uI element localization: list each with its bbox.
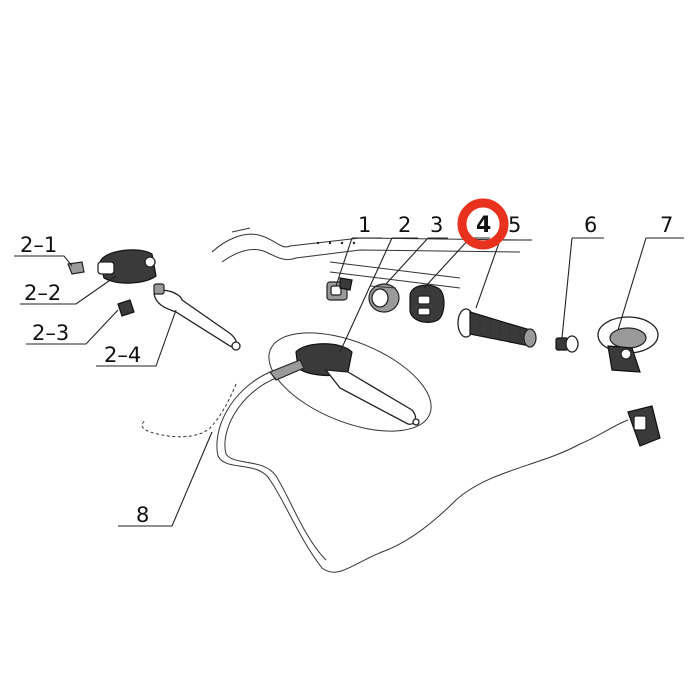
callout-2-4: 2–4 — [104, 343, 141, 367]
brake-lever-icon — [324, 369, 417, 425]
callout-5: 5 — [508, 213, 521, 237]
callout-2-1: 2–1 — [20, 233, 57, 257]
callout-2-3: 2–3 — [32, 321, 69, 345]
brake-cable-icon — [216, 371, 661, 573]
mirror-icon — [597, 316, 659, 373]
exploded-lever-icon — [153, 283, 241, 351]
clamp-icon — [326, 277, 353, 301]
leader-lines — [14, 237, 684, 527]
bolt-icon — [555, 335, 579, 353]
callout-2-2: 2–2 — [24, 281, 61, 305]
master-cylinder-assembly — [268, 332, 432, 432]
callout-1: 1 — [358, 213, 371, 237]
callout-6: 6 — [584, 213, 597, 237]
callout-2: 2 — [398, 213, 411, 237]
callout-7: 7 — [660, 213, 673, 237]
spring-icon — [141, 383, 237, 438]
throttle-housing-icon — [409, 284, 445, 323]
caliper-icon — [97, 249, 157, 284]
callout-3: 3 — [430, 213, 443, 237]
master-cylinder-icon — [295, 343, 353, 377]
pin-icon — [67, 261, 85, 275]
callout-8: 8 — [136, 503, 149, 527]
small-part-icon — [117, 299, 135, 317]
handlebar-tube-icon — [211, 227, 521, 289]
highlight-ring — [457, 198, 509, 250]
grip-icon — [457, 308, 537, 348]
callout-4: 4 — [476, 213, 491, 238]
switch-housing-icon — [368, 283, 400, 313]
